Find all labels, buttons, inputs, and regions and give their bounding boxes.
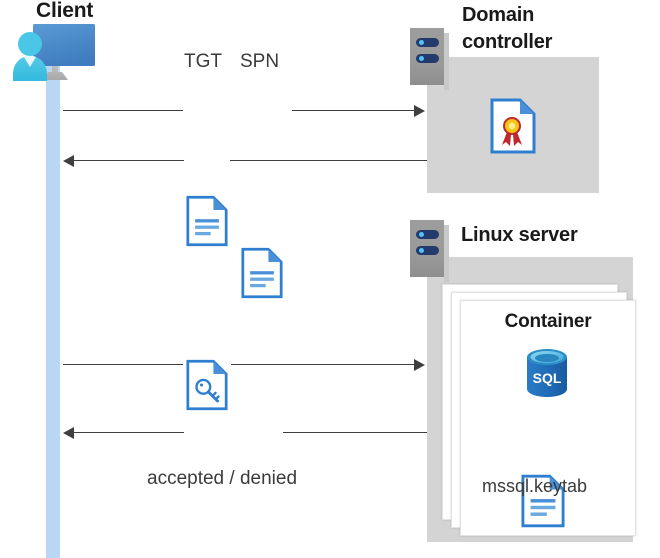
keytab-document-icon (521, 474, 660, 528)
certificate-icon (490, 98, 660, 154)
message-1-line-right (292, 110, 414, 111)
accepted-denied-label: accepted / denied (147, 468, 298, 489)
message-2-line-right (230, 160, 427, 161)
domain-controller-title-line1: Domain (462, 4, 535, 26)
linux-server-icon (410, 220, 449, 282)
message-4-arrowhead (63, 427, 74, 439)
message-4-line-right (283, 432, 427, 433)
message-3-line-left (63, 364, 183, 365)
container-title: Container (504, 311, 592, 332)
tgt-label: TGT (184, 51, 222, 72)
spn-label: SPN (240, 51, 280, 72)
message-3-arrowhead (414, 359, 425, 371)
message-1-line-left (63, 110, 183, 111)
client-workstation-icon (8, 20, 104, 97)
message-3-line-right (231, 364, 414, 365)
linux-server-title: Linux server (461, 224, 578, 246)
message-1-arrowhead (414, 105, 425, 117)
domain-controller-title-line2: controller (462, 31, 553, 53)
domain-controller-title: Domain controller (462, 2, 642, 56)
sql-icon-label: SQL (533, 370, 562, 386)
sql-database-icon: SQL (523, 348, 571, 405)
tgt-document-icon (186, 195, 660, 247)
container-card-front: Container (460, 300, 636, 536)
ticket-key-document-icon (186, 359, 660, 411)
message-2-line-left (74, 160, 184, 161)
client-lifeline (46, 62, 60, 558)
message-4-line-left (74, 432, 184, 433)
spn-document-icon (241, 247, 660, 299)
keytab-label: mssql.keytab (482, 476, 588, 496)
domain-controller-server-icon (410, 28, 449, 90)
client-title: Client (36, 0, 94, 22)
message-2-arrowhead (63, 155, 74, 167)
